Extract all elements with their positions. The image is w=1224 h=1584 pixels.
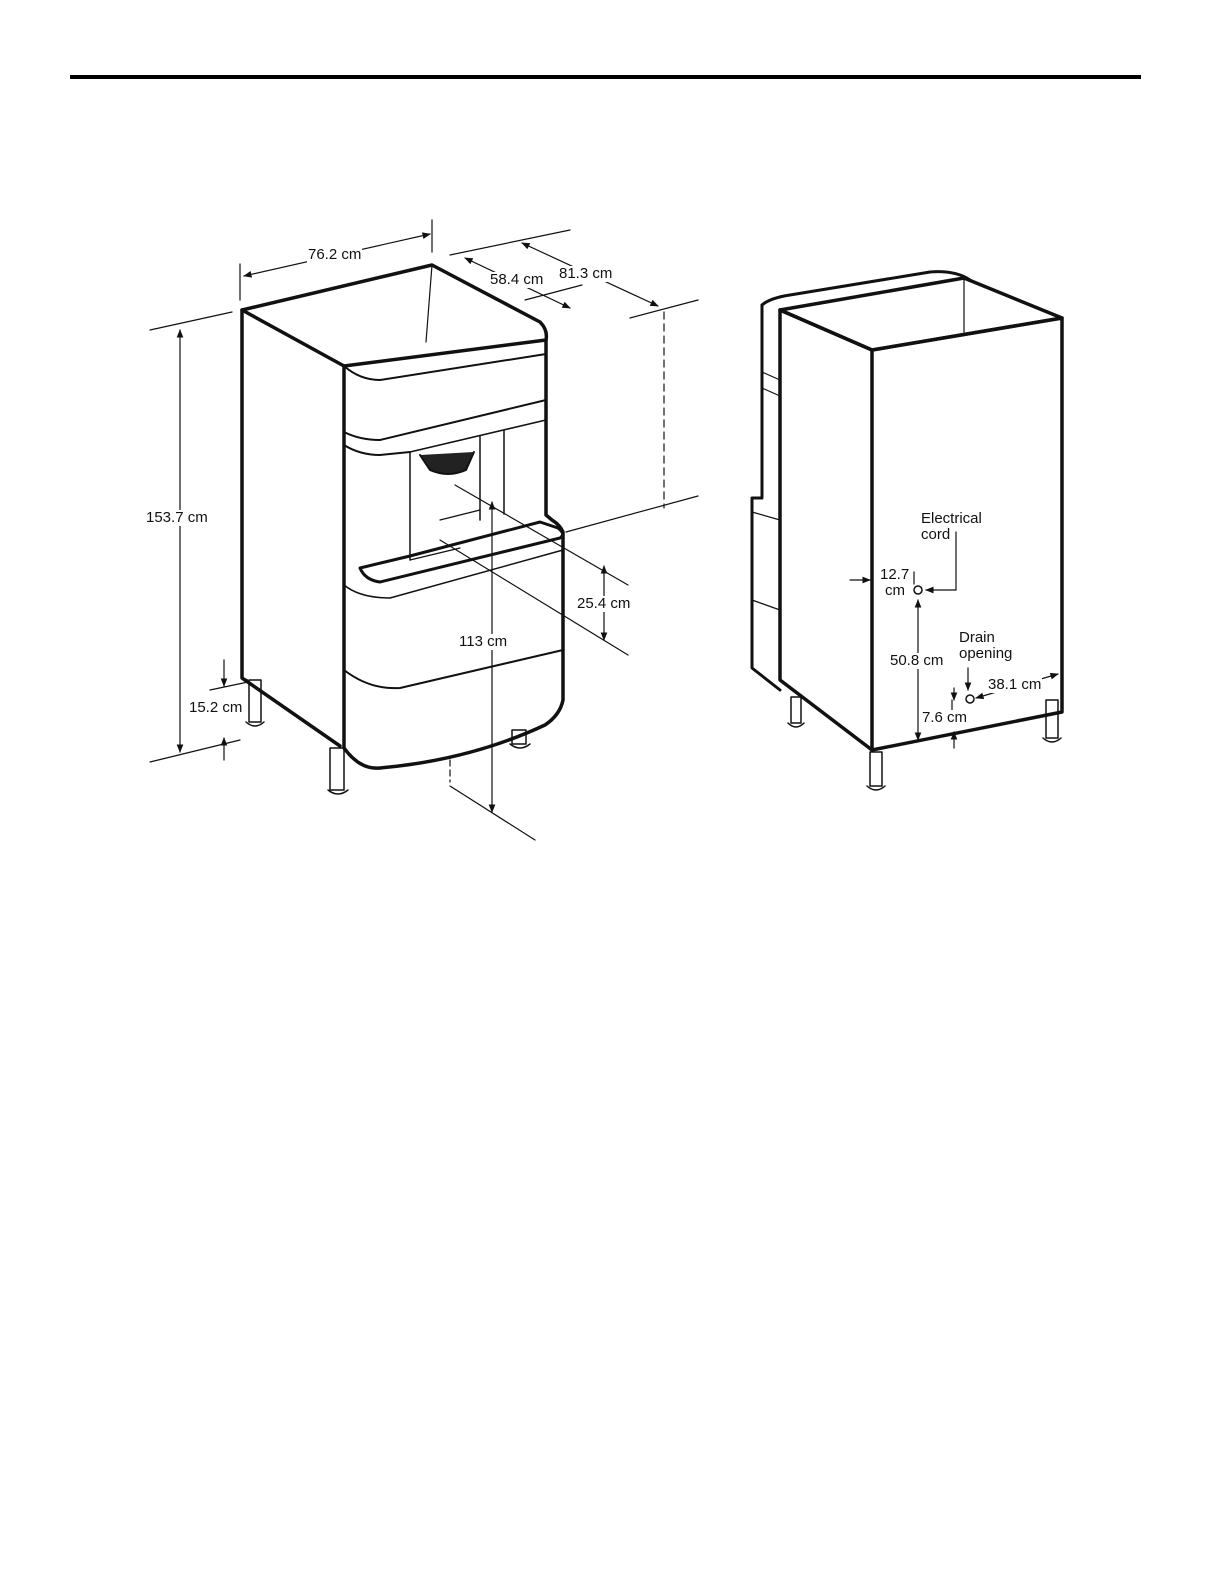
label-drain-offset-side: 38.1 cm	[987, 677, 1042, 693]
label-drain-line1: Drain	[958, 630, 996, 646]
label-height-overall: 153.7 cm	[145, 510, 209, 526]
drip-tray	[360, 522, 563, 582]
label-width: 76.2 cm	[307, 247, 362, 263]
front-dimension-lines	[150, 220, 698, 840]
rear-view	[752, 272, 1062, 790]
label-electrical-line2: cord	[920, 527, 951, 543]
label-dispense-clearance: 25.4 cm	[576, 596, 631, 612]
label-leg-height: 15.2 cm	[188, 700, 243, 716]
rear-side-panel	[780, 310, 872, 750]
label-cord-offset-line1: 12.7	[879, 567, 910, 583]
label-dispense-height: 113 cm	[458, 634, 508, 650]
label-drain-offset-bottom: 7.6 cm	[921, 710, 968, 726]
electrical-cord-hole	[914, 586, 922, 594]
label-drain-line2: opening	[958, 646, 1013, 662]
leg-front-center	[330, 748, 344, 790]
label-electrical-line1: Electrical	[920, 511, 983, 527]
front-view	[150, 220, 698, 840]
label-cord-height: 50.8 cm	[889, 653, 944, 669]
label-depth-overall: 81.3 cm	[558, 266, 613, 282]
leg-rear-right	[1046, 700, 1058, 738]
label-cord-offset-line2: cm	[884, 583, 906, 599]
leg-rear-center	[870, 752, 882, 786]
label-depth-inner: 58.4 cm	[489, 272, 544, 288]
leg-rear-left	[791, 697, 801, 723]
ice-chute	[420, 452, 474, 474]
drain-opening-hole	[966, 695, 974, 703]
